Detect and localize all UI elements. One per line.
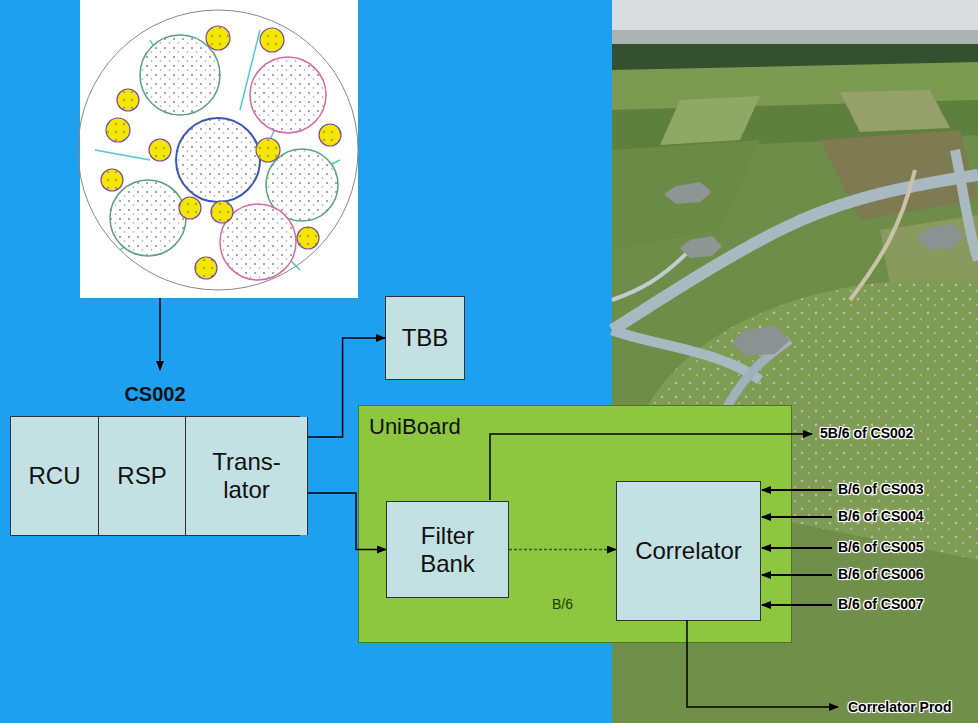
edge-label: B/6 bbox=[552, 596, 573, 612]
process-box: RCU bbox=[11, 417, 99, 535]
signal-label: B/6 of CS005 bbox=[838, 539, 924, 555]
board-panel: UniBoardFilter Bank Correlator bbox=[358, 405, 792, 643]
process-box: RSP bbox=[99, 417, 186, 535]
signal-label: B/6 of CS003 bbox=[838, 481, 924, 497]
connector-arrow bbox=[308, 338, 385, 437]
input-wire bbox=[762, 547, 832, 549]
box-label: Trans- lator bbox=[186, 448, 307, 503]
signal-label: B/6 of CS004 bbox=[838, 508, 924, 524]
output-wire bbox=[687, 620, 838, 707]
box-label: TBB bbox=[396, 324, 455, 352]
aerial-photo bbox=[612, 0, 978, 723]
process-box: TBB bbox=[385, 296, 465, 380]
station-layout-drawing bbox=[78, 0, 358, 370]
connector-arrow bbox=[308, 493, 386, 550]
board-title: UniBoard bbox=[369, 414, 461, 439]
signal-label: B/6 of CS007 bbox=[838, 596, 924, 612]
group-heading: CS002 bbox=[11, 383, 299, 406]
process-box: Correlator bbox=[616, 481, 761, 621]
connector-arrow bbox=[509, 549, 616, 551]
signal-label: 5B/6 of CS002 bbox=[820, 425, 913, 441]
station-group: CS002RCURSPTrans- lator bbox=[10, 416, 300, 536]
input-wire bbox=[762, 574, 832, 576]
output-wire bbox=[490, 434, 812, 500]
box-label: Filter Bank bbox=[387, 522, 508, 577]
input-wire bbox=[762, 604, 832, 606]
signal-label: B/6 of CS006 bbox=[838, 566, 924, 582]
box-label: RSP bbox=[111, 462, 172, 490]
box-label: RCU bbox=[23, 462, 87, 490]
box-label: Correlator bbox=[629, 537, 748, 565]
input-wire bbox=[762, 516, 832, 518]
signal-label: Correlator Prod bbox=[848, 699, 951, 715]
process-box: Filter Bank bbox=[386, 501, 509, 598]
process-box: Trans- lator bbox=[186, 417, 308, 535]
input-wire bbox=[762, 489, 832, 491]
